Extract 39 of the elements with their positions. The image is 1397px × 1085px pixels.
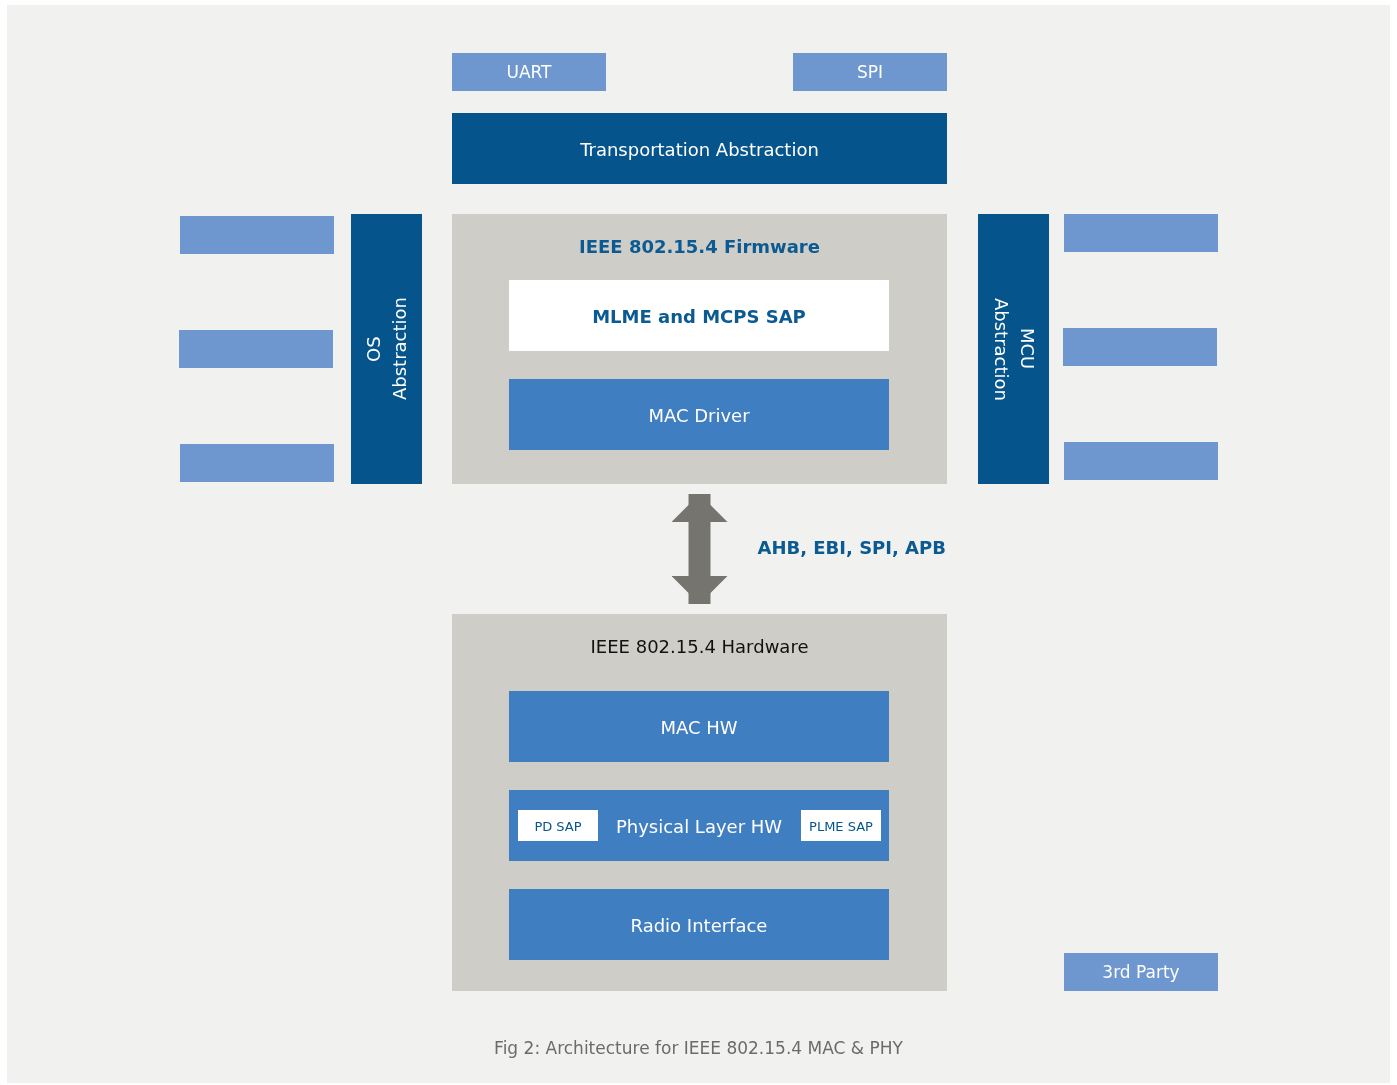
panel-title: IEEE 802.15.4 Hardware (590, 636, 809, 657)
box-label: MAC HW (660, 716, 738, 737)
layer-box (509, 790, 889, 861)
box-label: PLME SAP (809, 818, 873, 833)
interface-box (452, 53, 606, 91)
hardware-panel (452, 614, 947, 991)
sap-box (801, 810, 881, 841)
abstraction-bar (978, 214, 1049, 484)
box-label: PD SAP (534, 818, 582, 833)
box-label: OS Abstraction (361, 296, 411, 403)
layer-box (509, 280, 889, 351)
interface-box (793, 53, 947, 91)
box-label: 3rd Party (1102, 962, 1180, 982)
mcu-box (1064, 214, 1218, 252)
mcu-box (1063, 328, 1217, 366)
os-box (179, 330, 333, 368)
box-label: UART (506, 62, 552, 82)
box-label: Transportation Abstraction (580, 138, 819, 159)
os-box (180, 444, 334, 482)
box-label: SPI (856, 62, 884, 82)
firmware-panel (452, 214, 947, 484)
panel-title: IEEE 802.15.4 Firmware (579, 236, 820, 257)
vendor-box (1064, 953, 1218, 991)
box-label: Physical Layer HW (615, 815, 783, 836)
box-label: Radio Interface (630, 914, 768, 935)
os-box (180, 216, 334, 254)
layer-box (509, 379, 889, 450)
layer-box (509, 889, 889, 960)
box-label: MCU Abstraction (989, 296, 1039, 403)
box-label: MLME and MCPS SAP (592, 305, 806, 326)
layer-box (452, 113, 947, 184)
figure-caption: Fig 2: Architecture for IEEE 802.15.4 MAC & PHY (493, 1038, 904, 1058)
layer-box (509, 691, 889, 762)
abstraction-bar (351, 214, 422, 484)
edge-label: AHB, EBI, SPI, APB (757, 537, 946, 558)
box-label: MAC Driver (648, 404, 750, 425)
double-arrow (671, 494, 728, 604)
mcu-box (1064, 442, 1218, 480)
sap-box (518, 810, 598, 841)
